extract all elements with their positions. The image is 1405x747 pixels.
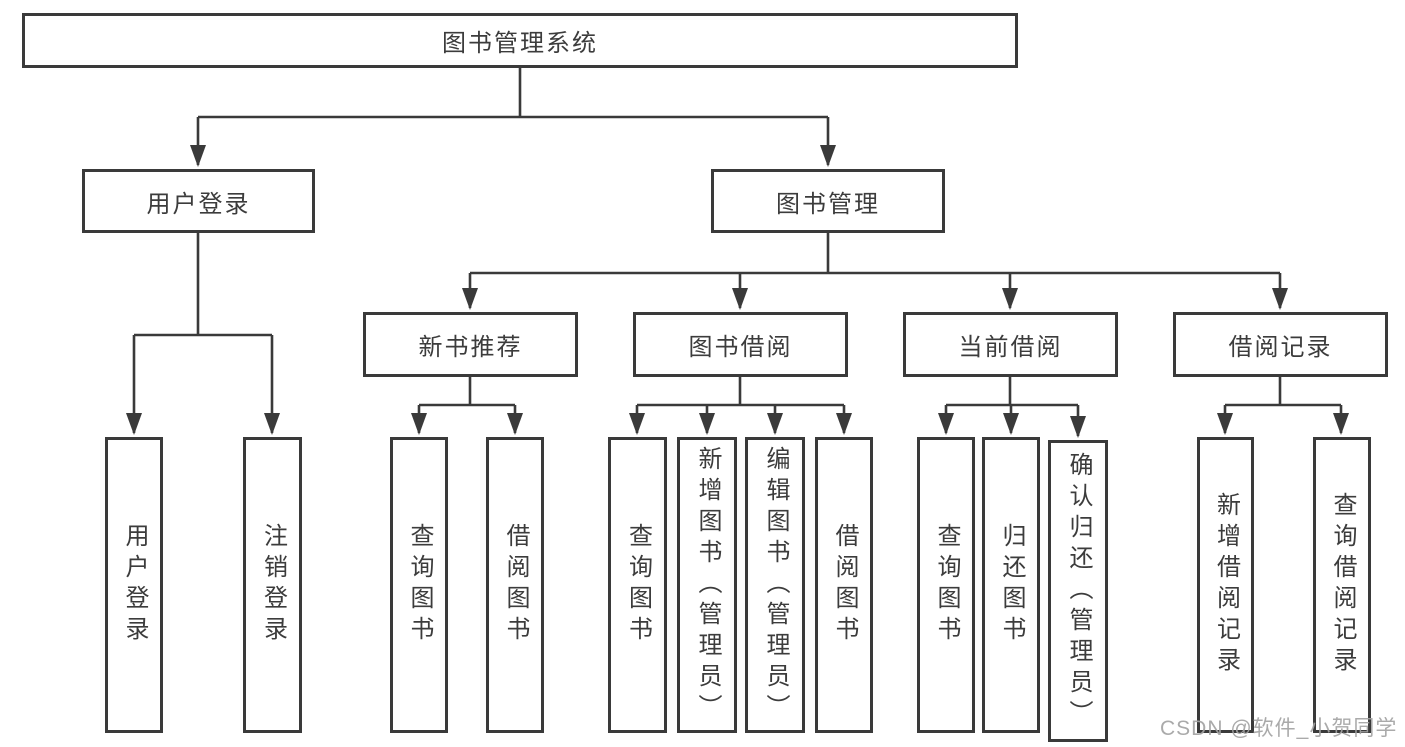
leaf-add-borrow-record: 新增借阅记录 [1197,437,1254,733]
leaf-query-books-recommend: 查询图书 [390,437,448,733]
node-book-borrow: 图书借阅 [633,312,848,377]
node-user-login: 用户登录 [82,169,315,233]
node-borrow-records: 借阅记录 [1173,312,1388,377]
node-new-book-recommend: 新书推荐 [363,312,578,377]
node-current-borrow: 当前借阅 [903,312,1118,377]
leaf-add-book-admin: 新增图书（管理员） [677,437,737,733]
leaf-query-books-current: 查询图书 [917,437,975,733]
leaf-return-book: 归还图书 [982,437,1040,733]
leaf-edit-book-admin: 编辑图书（管理员） [745,437,805,733]
leaf-confirm-return-admin: 确认归还（管理员） [1048,440,1108,742]
leaf-logout: 注销登录 [243,437,302,733]
node-library-system: 图书管理系统 [22,13,1018,68]
csdn-watermark: CSDN @软件_小贺同学 [1160,717,1398,740]
leaf-user-login: 用户登录 [105,437,163,733]
leaf-borrow-books: 借阅图书 [815,437,873,733]
node-book-management: 图书管理 [711,169,945,233]
leaf-borrow-books-recommend: 借阅图书 [486,437,544,733]
leaf-query-borrow-record: 查询借阅记录 [1313,437,1371,733]
leaf-query-books-borrow: 查询图书 [608,437,667,733]
